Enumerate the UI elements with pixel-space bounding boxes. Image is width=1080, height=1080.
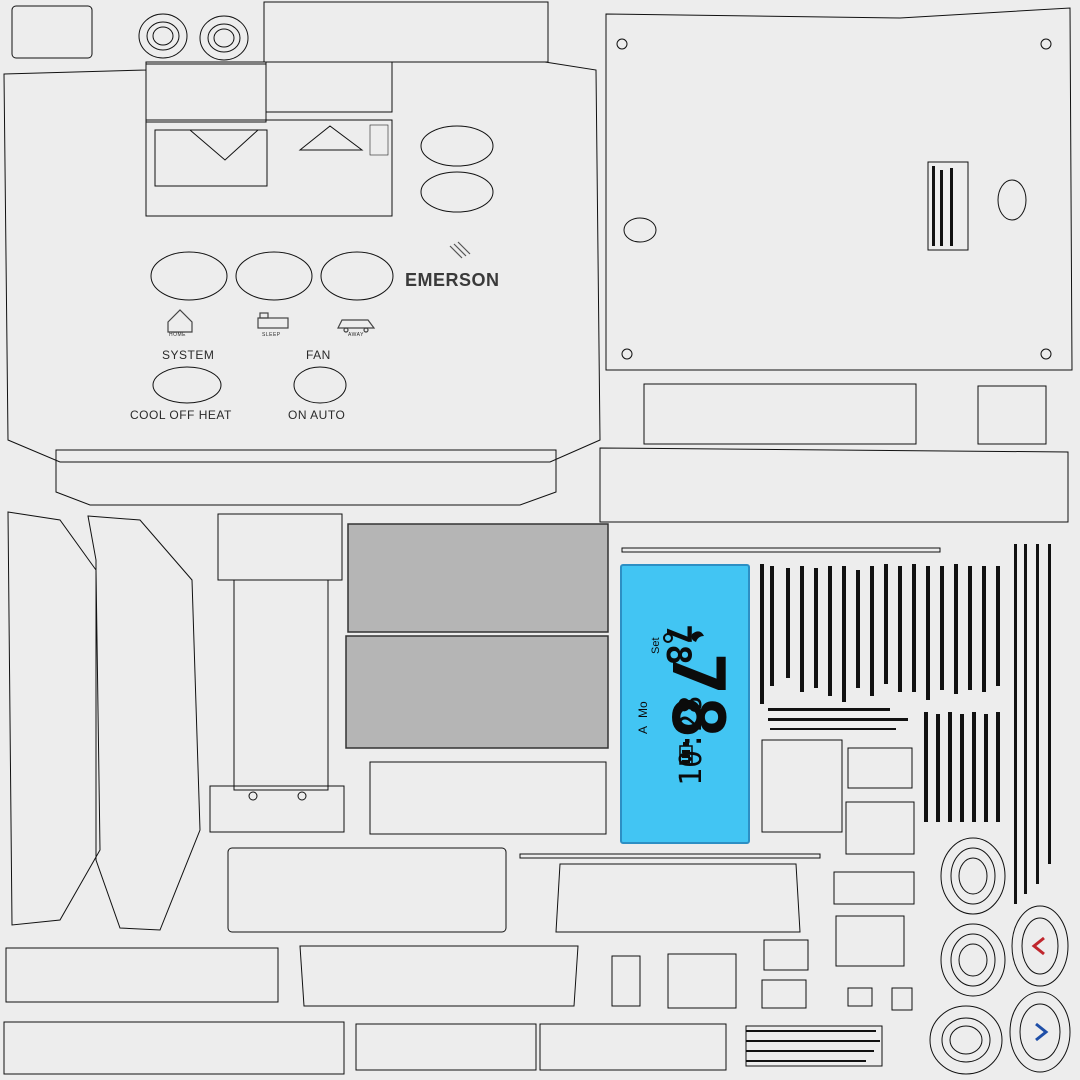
screen-lower-strip bbox=[369, 761, 607, 835]
side-strip-left bbox=[7, 511, 101, 926]
front-panel-lower-band bbox=[55, 449, 557, 506]
degree-symbol bbox=[663, 633, 673, 643]
back-panel-uv bbox=[605, 7, 1073, 371]
middle-frame bbox=[209, 513, 345, 833]
mode-label-sleep: SLEEP bbox=[262, 332, 281, 338]
vertical-bar-array bbox=[746, 544, 1051, 1062]
screen-glass-blocks bbox=[345, 523, 609, 749]
system-label: SYSTEM bbox=[162, 348, 215, 362]
fan-options: ON AUTO bbox=[288, 408, 346, 422]
small-rect-pieces bbox=[667, 739, 915, 1011]
system-options: COOL OFF HEAT bbox=[130, 408, 232, 422]
mode-label-home: HOME bbox=[169, 332, 186, 338]
battery-icon bbox=[679, 742, 693, 765]
flame-icon bbox=[691, 631, 704, 642]
top-left-tab bbox=[11, 5, 93, 59]
back-panel-strips bbox=[599, 383, 1069, 523]
thermostat-lcd: 10:28 A Mo Set 78 78 bbox=[620, 564, 750, 844]
brand-logo: EMERSON bbox=[405, 270, 500, 290]
top-rings bbox=[138, 13, 249, 61]
side-strip-center bbox=[87, 515, 201, 931]
bottom-ridged-strips bbox=[3, 863, 883, 1075]
front-panel-uv bbox=[3, 61, 601, 463]
round-button-uvs bbox=[929, 837, 1071, 1075]
top-strip bbox=[263, 1, 549, 63]
horizontal-thin-lines bbox=[519, 547, 941, 859]
fan-label: FAN bbox=[306, 348, 331, 362]
mode-label-away: AWAY bbox=[348, 332, 364, 338]
bottom-block bbox=[227, 847, 507, 933]
